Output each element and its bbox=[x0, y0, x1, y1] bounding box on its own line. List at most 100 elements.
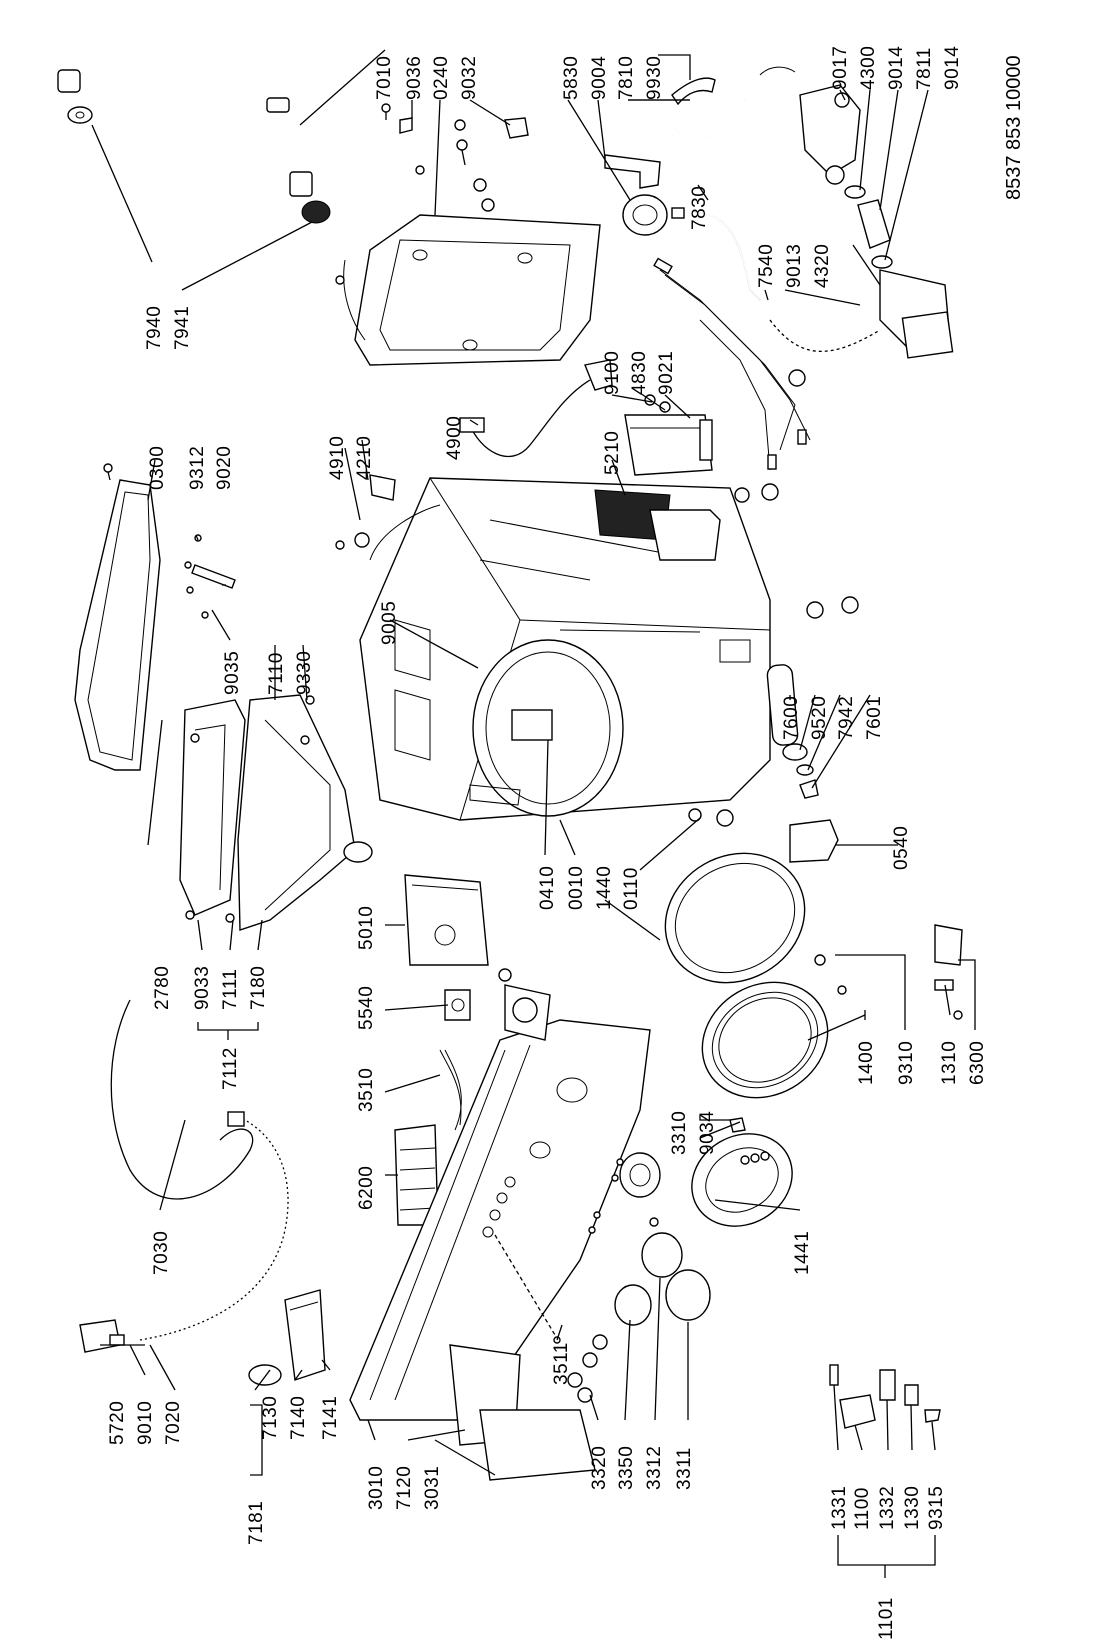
label-7181: 7181 bbox=[246, 1501, 267, 1545]
label-9004: 9004 bbox=[589, 56, 610, 100]
label-9021: 9021 bbox=[656, 351, 677, 395]
label-3311: 3311 bbox=[674, 1447, 695, 1490]
label-9033: 9033 bbox=[192, 966, 213, 1010]
label-4830: 4830 bbox=[629, 351, 650, 395]
part-pressure-switch-5830 bbox=[622, 194, 685, 236]
part-labels: 7010 9036 0240 9032 5830 9004 7810 9930 … bbox=[107, 46, 1025, 1640]
label-9312: 9312 bbox=[187, 446, 208, 490]
label-9014-a: 9014 bbox=[886, 46, 907, 90]
part-module-9021 bbox=[624, 394, 713, 476]
label-3010: 3010 bbox=[366, 1466, 387, 1510]
label-9930: 9930 bbox=[644, 56, 665, 100]
part-programmer-5010 bbox=[404, 874, 489, 966]
label-5540: 5540 bbox=[356, 986, 377, 1030]
label-7120: 7120 bbox=[394, 1466, 415, 1510]
label-3350: 3350 bbox=[616, 1446, 637, 1490]
label-9010: 9010 bbox=[135, 1401, 156, 1445]
label-1330: 1330 bbox=[902, 1486, 923, 1530]
document-id: 8537 853 10000 bbox=[1003, 55, 1025, 200]
part-inlet-valve-5720 bbox=[79, 1319, 125, 1353]
label-7941: 7941 bbox=[172, 306, 193, 350]
label-7811: 7811 bbox=[914, 47, 935, 90]
part-bracket-9004 bbox=[604, 154, 661, 189]
label-7112: 7112 bbox=[220, 1047, 241, 1090]
part-harness-3510 bbox=[439, 1049, 462, 1131]
label-7540: 7540 bbox=[756, 244, 777, 288]
part-knobs bbox=[494, 1152, 711, 1403]
part-feet bbox=[688, 596, 859, 827]
label-1441: 1441 bbox=[792, 1231, 813, 1275]
label-7601: 7601 bbox=[864, 696, 885, 740]
label-3511: 3511 bbox=[551, 1342, 572, 1385]
label-7111: 7111 bbox=[220, 969, 241, 1010]
label-7180: 7180 bbox=[248, 966, 269, 1010]
label-9020: 9020 bbox=[214, 446, 235, 490]
label-5720: 5720 bbox=[107, 1401, 128, 1445]
part-hose-7830 bbox=[694, 211, 761, 301]
label-9310: 9310 bbox=[896, 1041, 917, 1085]
label-0240: 0240 bbox=[431, 56, 452, 100]
part-door-frame-1441 bbox=[691, 1117, 793, 1227]
label-9005: 9005 bbox=[379, 601, 400, 645]
label-3031: 3031 bbox=[422, 1466, 443, 1510]
label-9315: 9315 bbox=[926, 1486, 947, 1530]
label-0110: 0110 bbox=[621, 867, 642, 910]
label-3510: 3510 bbox=[356, 1068, 377, 1112]
label-7942: 7942 bbox=[836, 696, 857, 740]
part-drawer-7120 bbox=[449, 1344, 596, 1481]
label-7020: 7020 bbox=[163, 1401, 184, 1445]
label-9032: 9032 bbox=[459, 56, 480, 100]
label-9034: 9034 bbox=[697, 1111, 718, 1155]
label-7140: 7140 bbox=[288, 1396, 309, 1440]
label-5210: 5210 bbox=[602, 431, 623, 475]
label-0410: 0410 bbox=[537, 866, 558, 910]
part-drawings bbox=[57, 66, 963, 1481]
label-3320: 3320 bbox=[589, 1446, 610, 1490]
part-filter-7941 bbox=[301, 200, 331, 224]
label-1331: 1331 bbox=[829, 1486, 850, 1530]
part-inlet-hose-7010 bbox=[57, 69, 313, 197]
part-dispenser-housing-7110 bbox=[179, 694, 373, 931]
part-lock-4210 bbox=[335, 474, 396, 550]
label-4300: 4300 bbox=[858, 46, 879, 90]
label-2780: 2780 bbox=[152, 966, 173, 1010]
label-7141: 7141 bbox=[320, 1396, 341, 1440]
label-9100: 9100 bbox=[602, 351, 623, 395]
label-1440: 1440 bbox=[594, 866, 615, 910]
part-door-seal-1440 bbox=[664, 852, 806, 984]
label-7830: 7830 bbox=[689, 186, 710, 230]
part-cabinet-0010 bbox=[359, 477, 771, 821]
part-rear-panel-0240 bbox=[343, 214, 601, 366]
label-4900: 4900 bbox=[444, 416, 465, 460]
part-drain-pump-4300 bbox=[759, 66, 861, 185]
label-9330: 9330 bbox=[294, 651, 315, 695]
part-filter-cover-0540 bbox=[789, 819, 839, 863]
label-4210: 4210 bbox=[354, 436, 375, 480]
label-7600: 7600 bbox=[781, 696, 802, 740]
part-hinge-9020 bbox=[184, 534, 236, 619]
part-hose-7811 bbox=[844, 185, 893, 269]
part-hose-7020 bbox=[139, 1111, 292, 1344]
part-lock-6300 bbox=[814, 924, 963, 1020]
part-mains-cable-4900 bbox=[459, 359, 613, 458]
label-7810: 7810 bbox=[616, 56, 637, 100]
label-3312: 3312 bbox=[644, 1446, 665, 1490]
label-5010: 5010 bbox=[356, 906, 377, 950]
label-7030: 7030 bbox=[151, 1231, 172, 1275]
label-9035: 9035 bbox=[222, 651, 243, 695]
part-washer-7940 bbox=[67, 106, 93, 124]
part-top-cover-0300 bbox=[74, 463, 161, 771]
part-hose-7030 bbox=[110, 999, 254, 1200]
part-control-panel-3010 bbox=[349, 968, 651, 1421]
label-0540: 0540 bbox=[891, 826, 912, 870]
label-6300: 6300 bbox=[967, 1041, 988, 1085]
label-1100: 1100 bbox=[852, 1487, 873, 1530]
label-9036: 9036 bbox=[404, 56, 425, 100]
label-9017: 9017 bbox=[830, 46, 851, 90]
part-dispenser-drawer-7140 bbox=[248, 1289, 326, 1386]
label-0010: 0010 bbox=[566, 866, 587, 910]
label-9014-b: 9014 bbox=[942, 46, 963, 90]
label-5830: 5830 bbox=[561, 56, 582, 100]
label-7110: 7110 bbox=[266, 652, 287, 695]
